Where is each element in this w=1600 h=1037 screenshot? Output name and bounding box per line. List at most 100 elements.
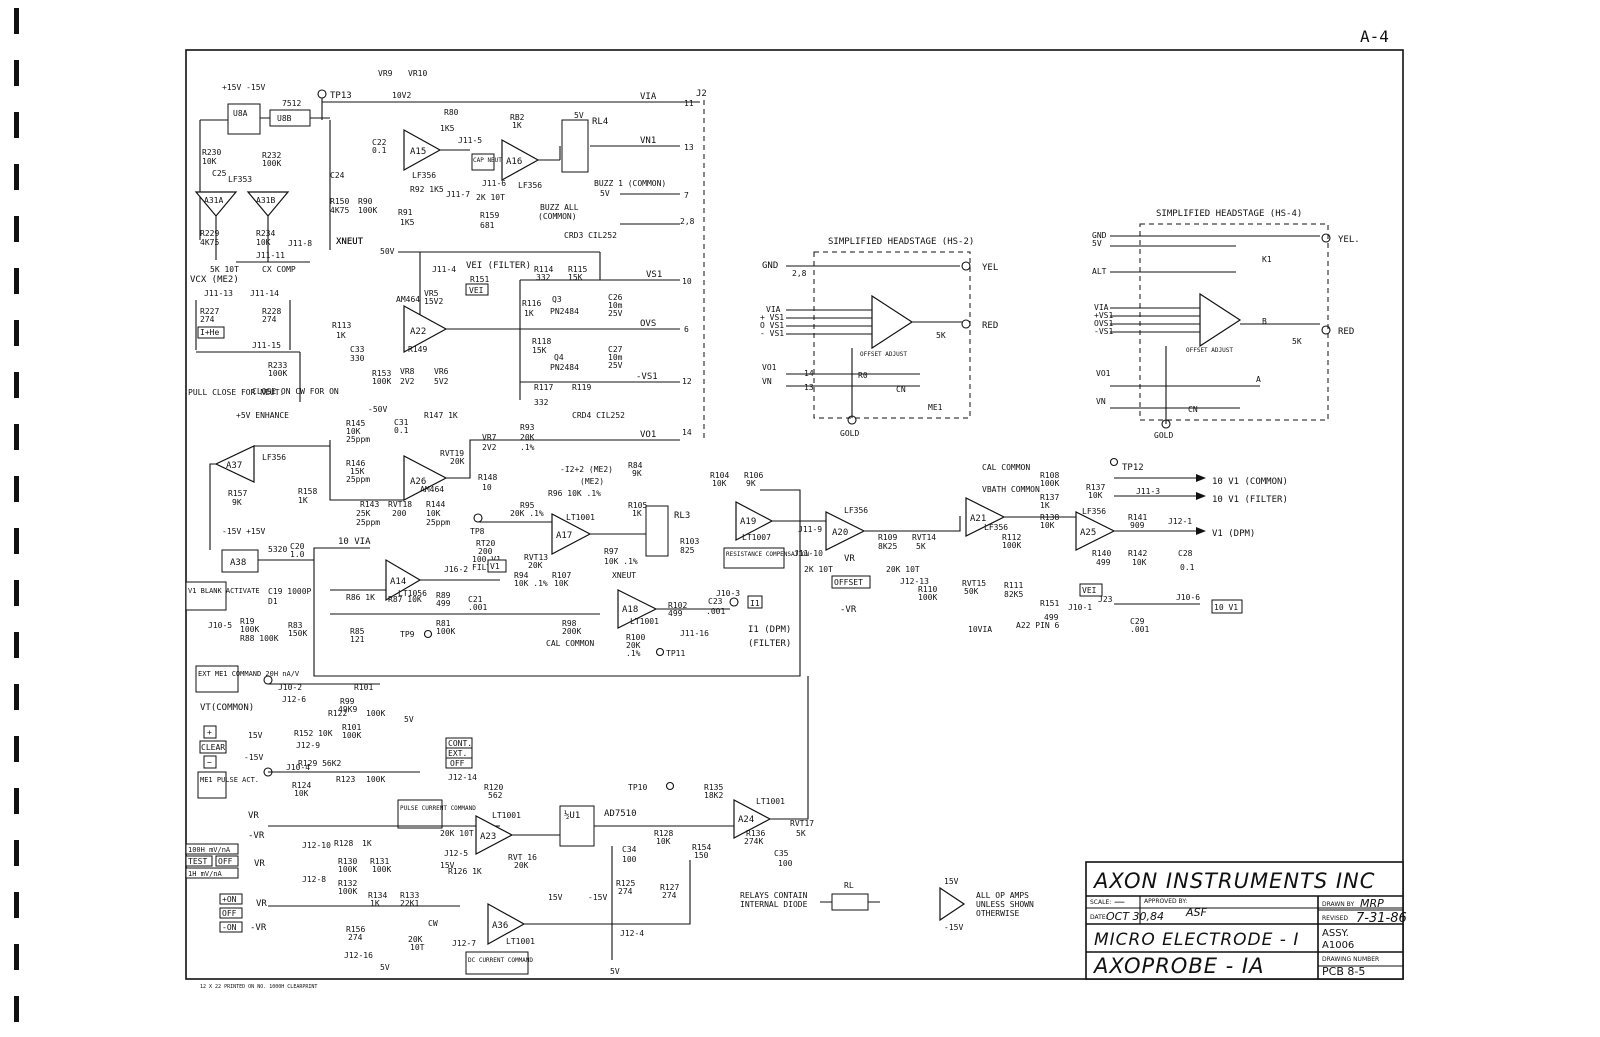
r137-label-b: R137 [1086,483,1105,492]
u8b-label: U8B [277,114,292,123]
c27-val: 10m [608,353,623,362]
c31-val: 0.1 [394,426,409,435]
vei-box-top: VEI [469,286,484,295]
tp9-label: TP9 [400,630,415,639]
r90-val: 100K [358,206,377,215]
c29-label: C29 [1130,617,1145,626]
footer-print-note: 12 X 22 PRINTED ON NO. 1000H CLEARPRINT [200,984,317,990]
r147-label: R147 1K [424,411,458,420]
r104-val: 10K [712,479,727,488]
r85-label: R85 [350,627,365,636]
j2-pin-6: 6 [684,325,689,334]
m50v-net: -50V [368,405,387,414]
hs2-vo: VO1 [762,363,777,372]
r88-label: R88 100K [240,634,279,643]
r80-val: 1K5 [440,124,455,133]
r151-top: R151 [470,275,489,284]
a18-label: A18 [622,605,638,615]
hs4-offset: OFFSET ADJUST [1186,347,1233,354]
r128-label: R128 [654,829,673,838]
vt-common-label: VT(COMMON) [200,703,254,713]
r131-val: 100K [372,865,391,874]
rvt19-val: 20K [450,457,465,466]
c28-label: C28 [1178,549,1193,558]
vr7-label: VR7 [482,433,497,442]
c22-label: C22 [372,138,387,147]
c20-label: C20 [290,542,305,551]
r102-val: 499 [668,609,683,618]
r97-label: R97 [604,547,619,556]
section-a15-a16: TP13 VR9 VR10 10V2 VIA A15 LF356 A16 LF3… [317,69,700,230]
tp12-label: TP12 [1122,463,1144,473]
hs2-pin28: 2,8 [792,269,807,278]
assy-value: A1006 [1322,940,1354,951]
c23-val: .001 [706,607,725,616]
c35-val: 100 [778,859,793,868]
lf353-label: LF353 [228,175,252,184]
amp-supply-pos: 15V [944,877,959,886]
hs4-vo: VO1 [1096,369,1111,378]
u8a-label: U8A [233,109,248,118]
tp11-label: TP11 [666,649,685,658]
date-value: OCT 30,84 [1106,910,1164,923]
r230-label: R230 [202,148,221,157]
r19-label: R19 [240,617,255,626]
r80-label: R80 [444,108,459,117]
r146-ppm: 25ppm [346,475,370,484]
pulse-cmd-label: PULSE CURRENT COMMAND [400,805,476,812]
r84-val: 9K [632,469,642,478]
r128-val-a: 1K [362,839,372,848]
u1-m15v: -15V [588,893,607,902]
r157-label: R157 [228,489,247,498]
drawing-number-label: DRAWING NUMBER [1322,956,1379,963]
r84-label: R84 [628,461,643,470]
headstage-hs4: SIMPLIFIED HEADSTAGE (HS-4) GND 5V ALT Y… [1092,209,1360,440]
tp10-label: TP10 [628,783,647,792]
a37-label: A37 [226,461,242,471]
j11-4-top: J11-4 [432,265,456,274]
hs4-res: 5K [1292,337,1302,346]
c24-label: C24 [330,171,345,180]
r110-label: R110 [918,585,937,594]
a38-5320: 5320 [268,545,287,554]
r146-val: 15K [350,467,365,476]
r106-label: R106 [744,471,763,480]
offset-box: OFFSET [834,578,863,587]
r110-val: 100K [918,593,937,602]
r107-val: 10K [554,579,569,588]
r93-tol: .1% [520,443,535,452]
hs4-gnd: GND [1092,231,1107,240]
pot-20k10t-b: 20K 10T [440,829,474,838]
v5-j12: 5V [610,967,620,976]
r93-label: R93 [520,423,535,432]
r99-val: 49K9 [338,705,357,714]
hs4-b: B [1262,317,1267,326]
r136-label: R136 [746,829,765,838]
c25-label: C25 [212,169,227,178]
vo1-net: VO1 [640,430,656,440]
r142-label: R142 [1128,549,1147,558]
crd4-label: CRD4 CIL252 [572,411,625,420]
r94-label: R94 [514,571,529,580]
r81-label: R81 [436,619,451,628]
r145-label: R145 [346,419,365,428]
r145-val: 10K [346,427,361,436]
r233-label: R233 [268,361,287,370]
hs4-ovs: OVS1 [1094,319,1113,328]
company-name: AXON INSTRUMENTS INC [1092,869,1375,893]
v15-cmd: 15V [248,731,263,740]
r128-val: 10K [656,837,671,846]
a24-part: LT1001 [756,797,785,806]
r234-label: R234 [256,229,275,238]
date-label: DATE: [1090,914,1108,921]
plus-box: + [207,728,212,737]
r151b-label: R151 [1040,599,1059,608]
test-label: TEST [188,857,207,866]
section-a38-a14: A38 -15V +15V 5320 C20 1.0 10 VIA V1 BLA… [185,489,801,677]
section-a22: XNEUT 50V A22 AM464 VR5 15V2 VEI (FILTER… [332,231,680,420]
note-relays-1: RELAYS CONTAIN [740,891,808,900]
vr-net-b: VR [248,811,259,821]
vr-net-a: VR [844,554,855,564]
r234-val: 10K [256,238,271,247]
r98-val: 200K [562,627,581,636]
